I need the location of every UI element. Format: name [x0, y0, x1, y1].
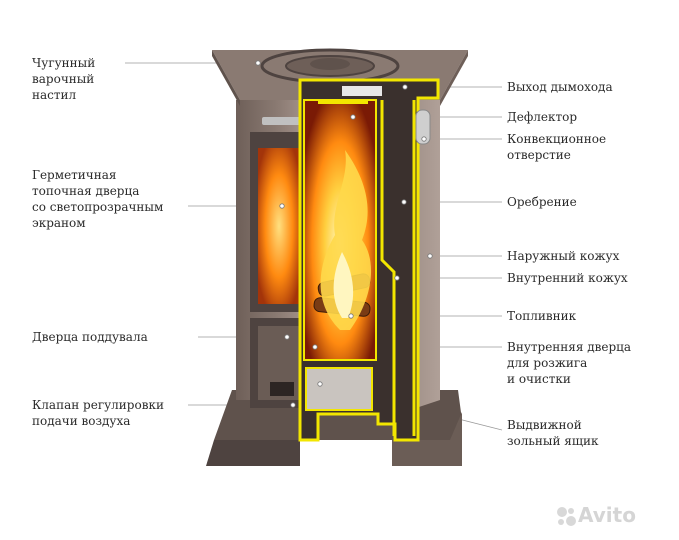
brand-plate — [262, 117, 302, 125]
label-ash-door: Дверца поддувала — [32, 330, 148, 344]
flame — [320, 150, 372, 330]
label-outer-casing: Наружный кожух — [507, 249, 620, 263]
stove-base-front — [206, 440, 300, 466]
air-valve-slots — [270, 382, 294, 396]
label-cast-iron-top: Чугунный варочный настил — [32, 56, 96, 102]
label-ash-drawer: Выдвижной зольный ящик — [507, 418, 599, 448]
flue-outlet — [342, 86, 382, 96]
marker-dots — [255, 60, 433, 408]
ash-drawer — [305, 367, 373, 411]
label-inner-door: Внутренняя дверца для розжига и очистки — [507, 340, 632, 386]
label-firebox: Топливник — [507, 309, 577, 323]
inner-casing-line — [380, 100, 396, 436]
fire-door-glass — [258, 148, 300, 304]
cooktop-edge — [212, 50, 240, 106]
label-sealed-door: Герметичная топочная дверца со светопроз… — [32, 168, 164, 230]
label-air-valve: Клапан регулировки подачи воздуха — [32, 398, 164, 428]
stove-base-right — [392, 412, 462, 466]
avito-logo-icon — [557, 507, 576, 526]
label-ribbing: Оребрение — [507, 195, 577, 209]
cooktop-edge-right — [440, 50, 468, 106]
label-flue-outlet: Выход дымохода — [507, 80, 613, 94]
deflector-plate — [318, 100, 368, 104]
cooktop-lid — [310, 58, 350, 70]
label-convection-hole: Конвекционное отверстие — [507, 132, 607, 162]
flame-core — [333, 252, 354, 318]
watermark-text: Avito — [578, 503, 636, 527]
convection-grill — [415, 109, 431, 145]
label-inner-casing: Внутренний кожух — [507, 271, 628, 285]
label-deflector: Дефлектор — [507, 110, 578, 124]
